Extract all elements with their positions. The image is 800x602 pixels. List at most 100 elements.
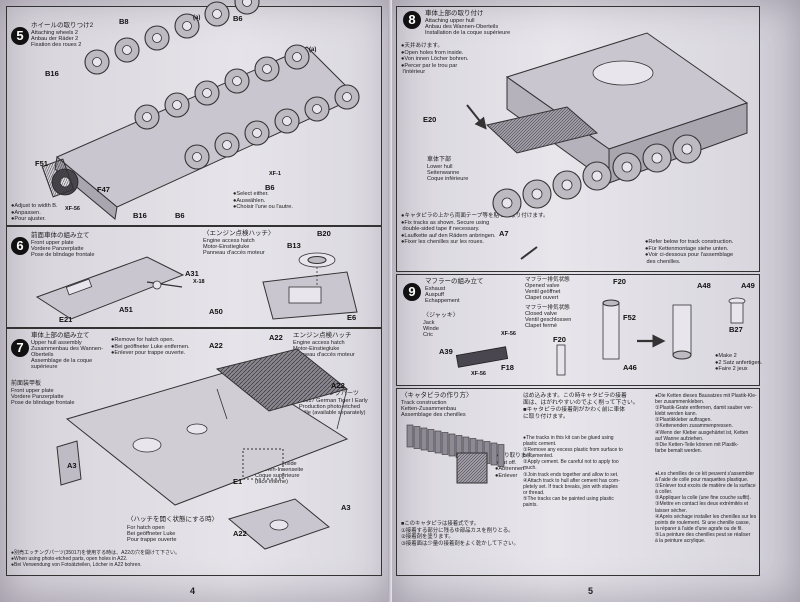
step9-jack-de: Winde — [423, 326, 439, 332]
step9-closed-de: Ventil geschlossen — [525, 317, 572, 323]
step9-label-f20-low: F20 — [553, 335, 566, 344]
step6-label-e6: E6 — [347, 313, 357, 322]
track-title-fr: Assemblage des chenilles — [401, 412, 466, 418]
step9-open-en: Opened valve — [525, 283, 560, 289]
step7-label-a22-4: A22 — [233, 529, 247, 538]
step5-title-en: Attaching wheels 2 — [31, 30, 78, 36]
step5-panel: 5 ホイールの取りつけ2 Attaching wheels 2 Anbau de… — [6, 0, 382, 226]
step5-label-b16-left: B16 — [45, 69, 59, 78]
step7-panel: 7 車体上部の組み立て Upper hull assembly Zusammen… — [6, 328, 382, 576]
step9-label-a39: A39 — [439, 347, 453, 356]
step9-title-jp: マフラーの組み立て — [425, 278, 484, 285]
step8-title-en: Attaching upper hull — [425, 18, 475, 24]
step7-front-fr: Pose de blindage frontale — [11, 400, 75, 406]
step6-label-a31: A31 — [185, 269, 199, 278]
track-drawing — [406, 424, 505, 484]
step9-label-xf56-2: XF-56 — [471, 371, 486, 377]
step5-label-a-top: (a) — [193, 15, 201, 21]
step8-lower-de: Seitenwanne — [427, 170, 460, 176]
step7-hatch-open-jp: 〈ハッチを開く状態にする時〉 — [127, 516, 219, 523]
step9-jack-fr: Cric — [423, 332, 433, 338]
step7-front-jp: 前面装甲板 — [11, 381, 42, 387]
step9-closed-fr: Clapet fermé — [525, 323, 558, 329]
step5-title-fr: Fixation des roues 2 — [31, 42, 82, 48]
step5-label-b16-bottom: B16 — [133, 211, 147, 220]
step6-label-x18: X-18 — [193, 279, 205, 285]
step5-title-jp: ホイールの取りつけ2 — [31, 22, 94, 29]
step5-label-f47: F47 — [97, 185, 110, 194]
step7-title-line1: Upper hull assembly — [31, 340, 82, 346]
step7-engine-hatch-en: Engine access hatch — [293, 340, 345, 346]
step7-engine-hatch-jp: エンジン点検ハッチ — [293, 332, 352, 339]
step9-jack-jp: 〈ジャッキ〉 — [423, 313, 459, 319]
track-fr-text: ●Les chenilles de ce kit peuvent s'assem… — [655, 471, 757, 545]
step9-make2-note: ●Make 2 ●2 Satz anfertigen. ●Faire 2 jeu… — [715, 353, 763, 373]
track-jp-lower: ■このキャタピラは接着式です。 ①接着する部分に残るゆ部品カスを削りとる。 ②接… — [401, 521, 519, 547]
step9-closed-en: Closed valve — [525, 311, 558, 317]
step7-front-en: Front upper plate — [11, 388, 54, 394]
step9-label-f20-top: F20 — [613, 277, 626, 286]
step6-sub-en: Engine access hatch — [203, 238, 255, 244]
step5-number: 5 — [11, 27, 29, 45]
step9-label-a49: A49 — [741, 281, 755, 290]
step8-title-de: Anbau des Wannen-Oberteils — [425, 24, 499, 30]
track-de-text: ●Die Ketten dieses Bausatzes mit Plastik… — [655, 393, 757, 454]
step7-number: 7 — [11, 339, 29, 357]
step5-label-b6-top: B6 — [233, 14, 243, 23]
track-title-de: Ketten-Zusammenbau — [401, 406, 457, 412]
step6-sub-fr: Panneau d'accès moteur — [203, 250, 265, 256]
step7-inside-4: (face interne) — [255, 479, 288, 485]
step7-label-a22-3: A22 — [331, 381, 345, 390]
step6-label-e21: E21 — [59, 315, 73, 324]
step9-number: 9 — [403, 283, 421, 301]
step9-label-f52: F52 — [623, 313, 636, 322]
step9-closed-jp: マフラー排気状態 — [525, 305, 570, 311]
step8-title-fr: Installation de la coque supérieure — [425, 30, 511, 36]
step6-number: 6 — [11, 237, 29, 255]
step7-title-line5: supérieure — [31, 364, 58, 370]
track-en-text: ●The tracks in this kit can be glued usi… — [523, 435, 623, 509]
step9-title-de: Auspuff — [425, 292, 444, 298]
step5-title-de: Anbau der Räder 2 — [31, 36, 79, 42]
step7-hatch-open-en: For hatch open — [127, 525, 165, 531]
step5-label-xf1: XF-1 — [269, 171, 281, 177]
step8-note-hole: ●天井あけます。 ●Open holes from inside. ●Von i… — [401, 43, 469, 76]
step6-sub-de: Motor-Einstiegluke — [203, 244, 250, 250]
step7-engine-hatch-de: Motor-Einstiegluke — [293, 346, 340, 352]
step8-label-e20: E20 — [423, 115, 437, 124]
step9-label-a48: A48 — [697, 281, 711, 290]
step5-label-b6-bottom: B6 — [175, 211, 185, 220]
step7-title-line3: Oberteils — [31, 352, 54, 358]
right-page-number: 5 — [588, 586, 594, 596]
step9-drawing — [455, 297, 746, 376]
step7-inside-3: Coque supérieure — [255, 473, 300, 479]
step9-panel: 9 マフラーの組み立て Exhaust Auspuff Echappement … — [396, 274, 763, 386]
step7-label-a22-2: A22 — [269, 333, 283, 342]
step8-panel: 8 車体上部の取り付け Attaching upper hull Anbau d… — [396, 6, 760, 272]
step7-front-de: Vordere Panzerplatte — [11, 394, 64, 400]
step7-title-jp: 車体上部の組み立て — [31, 332, 90, 339]
track-panel: 〈キャタピラの作り方〉 Track construction Ketten-Zu… — [396, 388, 760, 576]
track-title-en: Track construction — [401, 400, 447, 406]
step8-track-note: ●キャタピラの上から両面テープ等を貼って取り付けます。 ●Fix tracks … — [401, 213, 549, 246]
track-title-jp: 〈キャタピラの作り方〉 — [401, 392, 473, 399]
step7-hatch-open-de: Bei geöffneter Luke — [127, 531, 176, 537]
step9-label-b27: B27 — [729, 325, 743, 334]
step7-title-line4: Assemblage de la coque — [31, 358, 93, 364]
step7-drawing — [56, 348, 349, 550]
step9-label-a46: A46 — [623, 363, 637, 372]
step9-jack-en: Jack — [423, 320, 435, 326]
step5-label-b8: B8 — [119, 17, 129, 26]
step5-label-b6-right: B6 — [265, 183, 275, 192]
step9-open-fr: Clapet ouvert — [525, 295, 559, 301]
step7-title-line2: Zusammenbau des Wannen- — [31, 346, 103, 352]
step9-label-xf56-1: XF-56 — [501, 331, 516, 337]
step6-label-b20: B20 — [317, 229, 331, 238]
step6-label-a50: A50 — [209, 307, 223, 316]
step8-drawing — [466, 32, 749, 260]
step6-title-fr: Pose de blindage frontale — [31, 252, 95, 258]
track-jp-text: はめ込みます。この時キャタピラの接着 面は、はがれやすいのでよく削って下さい。 … — [523, 393, 639, 420]
step5-note-select: ●Select either. ●Auswählen. ●Choisir l'u… — [233, 191, 293, 211]
step6-title-de: Vordere Panzerplatte — [31, 246, 84, 252]
step9-open-jp: マフラー排気状態 — [525, 277, 570, 283]
